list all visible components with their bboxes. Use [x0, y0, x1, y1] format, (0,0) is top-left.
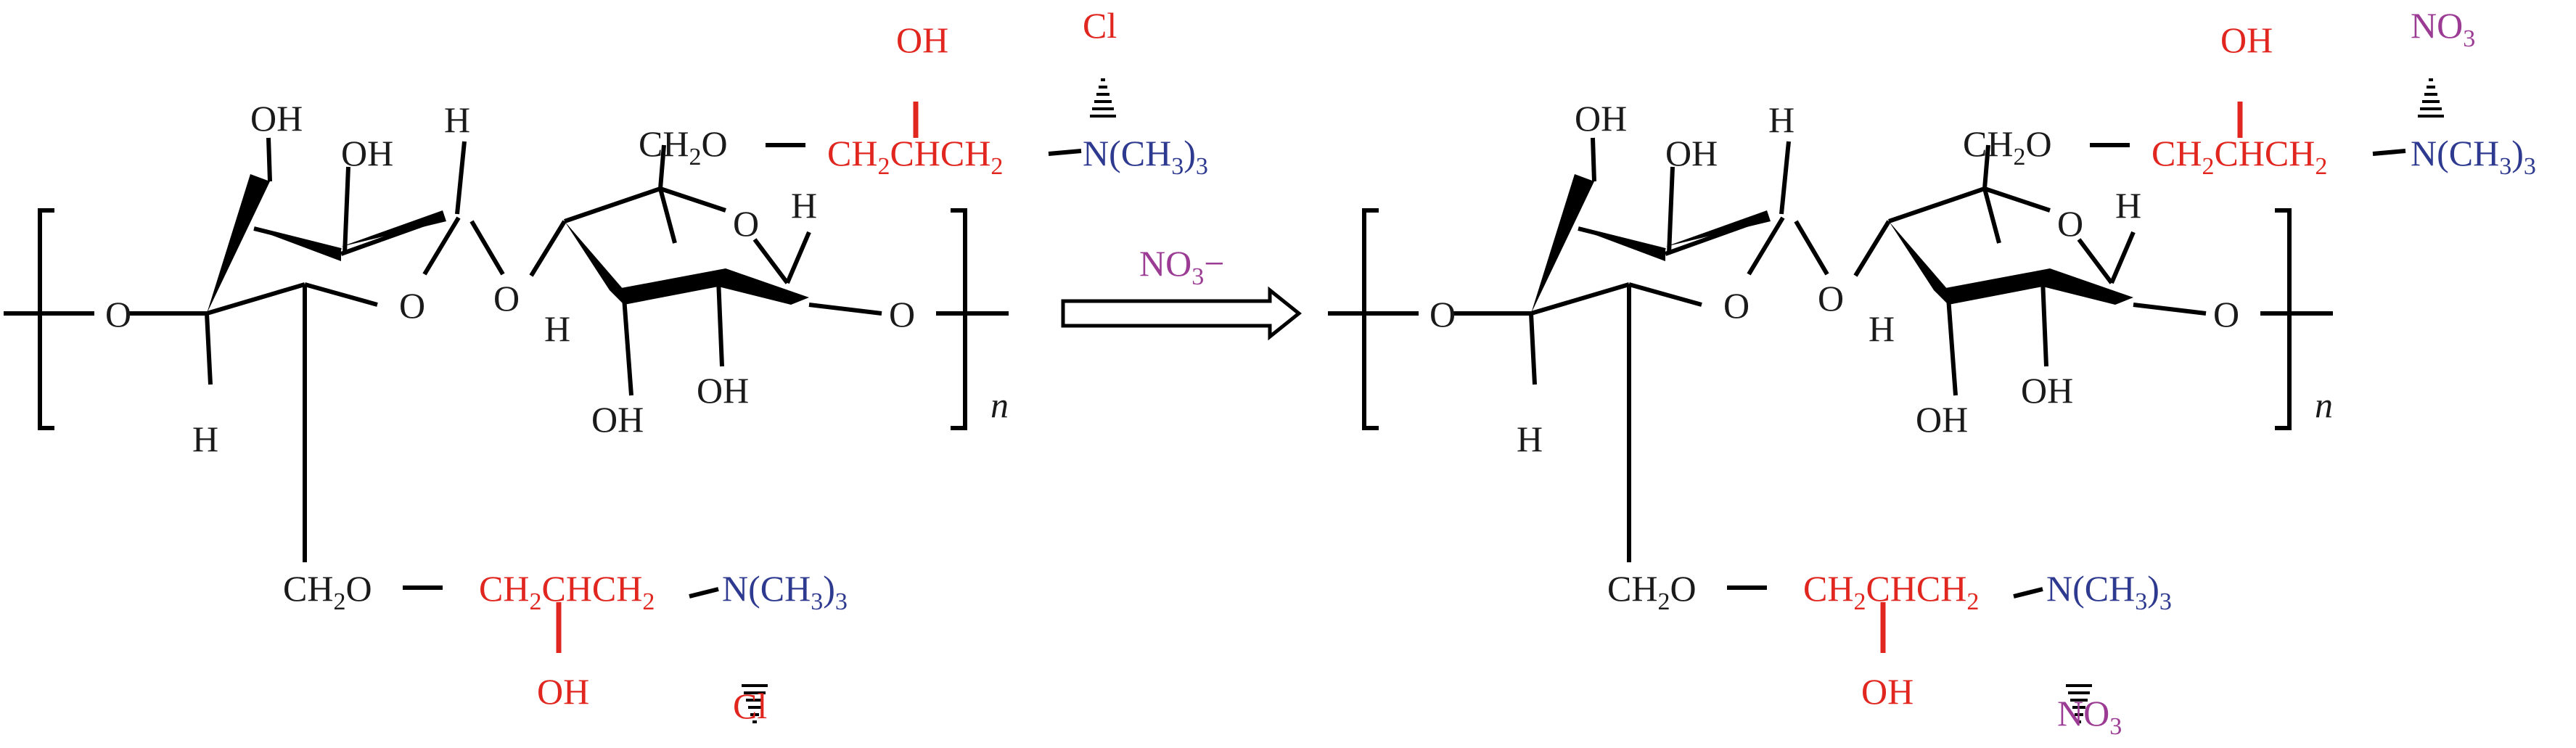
reaction-arrow: NO3− [1061, 243, 1303, 341]
ring-oxygen-label: O [733, 203, 759, 244]
oh-label: OH [250, 98, 303, 139]
ch2o-label: CH2O [283, 568, 372, 615]
h-label: H [1517, 419, 1543, 459]
hollow-arrow [1061, 286, 1303, 341]
ch2o-label: CH2O [1963, 123, 2052, 170]
hydroxypropyl-chain-label: CH2CHCH2 [2152, 133, 2327, 180]
repeat-subscript: n [2315, 385, 2333, 425]
hydroxyl-label: OH [2220, 20, 2273, 60]
chain-oxygen-label: O [2213, 294, 2239, 334]
product-upper-hashed-bond [2416, 78, 2445, 118]
repeat-subscript: n [990, 385, 1009, 425]
h-label: H [1768, 99, 1794, 140]
chain-oxygen-label: O [889, 294, 915, 334]
nitrate-label: NO3 [2411, 5, 2475, 52]
oh-label: OH [591, 399, 644, 440]
chloride-label: Cl [1083, 5, 1117, 46]
ch2o-label: CH2O [639, 123, 728, 170]
ring-oxygen-label: O [105, 294, 131, 334]
hydroxypropyl-chain-label: CH2CHCH2 [479, 568, 655, 615]
h-label: H [791, 185, 817, 226]
ring-oxygen-label: O [1429, 294, 1456, 334]
trimethylammonium-label: N(CH3)3 [722, 568, 848, 615]
hydroxyl-label: OH [1861, 671, 1913, 712]
chloride-label: Cl [733, 686, 767, 726]
reactant-upper-hashed-bond [1088, 78, 1117, 118]
h-label: H [2115, 185, 2141, 226]
product-structure: OH OH H O O O O O H H H OH OH CH2O CH2CH… [1328, 5, 2536, 740]
oh-label: OH [1575, 98, 1627, 139]
ring-oxygen-label: O [1723, 285, 1750, 326]
oh-label: OH [2021, 370, 2073, 411]
h-label: H [544, 308, 570, 349]
oh-label: OH [697, 370, 749, 411]
reactant-structure: OH OH H O O O O O H H H OH OH CH2O CH2CH… [4, 5, 1208, 726]
trimethylammonium-label: N(CH3)3 [1083, 133, 1208, 180]
oh-label: OH [1665, 133, 1718, 173]
ring-oxygen-label: O [2057, 203, 2083, 244]
hydroxypropyl-chain-label: CH2CHCH2 [827, 133, 1003, 180]
ring-oxygen-label: O [399, 285, 425, 326]
hydroxypropyl-chain-label: CH2CHCH2 [1803, 568, 1979, 615]
glycosidic-oxygen-label: O [1818, 278, 1844, 318]
trimethylammonium-label: N(CH3)3 [2411, 133, 2536, 180]
h-label: H [444, 99, 470, 140]
oh-label: OH [341, 133, 393, 173]
glycosidic-oxygen-label: O [493, 278, 520, 318]
hydroxyl-label: OH [896, 20, 948, 60]
nitrate-label: NO3 [2057, 693, 2122, 740]
trimethylammonium-label: N(CH3)3 [2046, 568, 2172, 615]
hydroxyl-label: OH [537, 671, 589, 712]
h-label: H [1869, 308, 1895, 349]
reagent-label: NO3− [1139, 243, 1224, 290]
h-label: H [192, 419, 218, 459]
oh-label: OH [1916, 399, 1968, 440]
ch2o-label: CH2O [1607, 568, 1697, 615]
